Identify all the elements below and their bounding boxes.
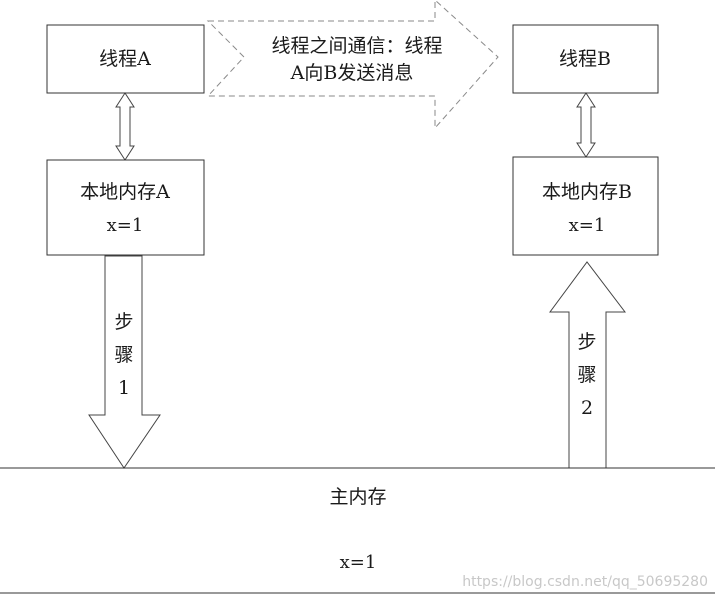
step2-char-1: 步 [577, 331, 596, 353]
step1-arrow: 步 骤 1 [88, 255, 161, 469]
local-memory-b-value: x=1 [569, 215, 606, 236]
thread-a-label: 线程A [99, 48, 151, 70]
main-memory-value: x=1 [340, 552, 377, 573]
main-memory: 主内存 x=1 [329, 486, 386, 573]
thread-a-box [46, 24, 205, 94]
step2-char-2: 骤 [577, 364, 596, 386]
thread-b-box [512, 24, 659, 94]
local-memory-a-title: 本地内存A [80, 181, 170, 203]
step2-arrow-shape [549, 261, 627, 469]
communication-arrow-shape [206, 0, 499, 130]
local-memory-b-box [512, 156, 659, 256]
step2-char-3: 2 [581, 397, 593, 419]
thread-a: 线程A [46, 24, 205, 94]
step1-char-1: 步 [114, 311, 133, 333]
local-memory-a: 本地内存A x=1 [46, 159, 205, 256]
communication-arrow: 线程之间通信：线程 A向B发送消息 [206, 0, 499, 130]
thread-b: 线程B [512, 24, 659, 94]
local-memory-a-value: x=1 [107, 215, 144, 236]
thread-a-memory-double-arrow [115, 92, 135, 161]
step2-arrow: 步 骤 2 [549, 261, 627, 469]
step1-char-2: 骤 [114, 344, 133, 366]
thread-b-label: 线程B [559, 48, 611, 70]
local-memory-b: 本地内存B x=1 [512, 156, 659, 256]
local-memory-a-box [46, 159, 205, 256]
communication-text-line1: 线程之间通信：线程 [271, 35, 442, 57]
step1-arrow-shape [88, 255, 161, 469]
watermark: https://blog.csdn.net/qq_50695280 [462, 574, 708, 590]
local-memory-b-title: 本地内存B [542, 181, 632, 203]
step1-char-3: 1 [118, 377, 130, 399]
thread-b-memory-double-arrow [576, 92, 596, 158]
main-memory-title: 主内存 [329, 486, 386, 508]
communication-text-line2: A向B发送消息 [290, 62, 414, 84]
